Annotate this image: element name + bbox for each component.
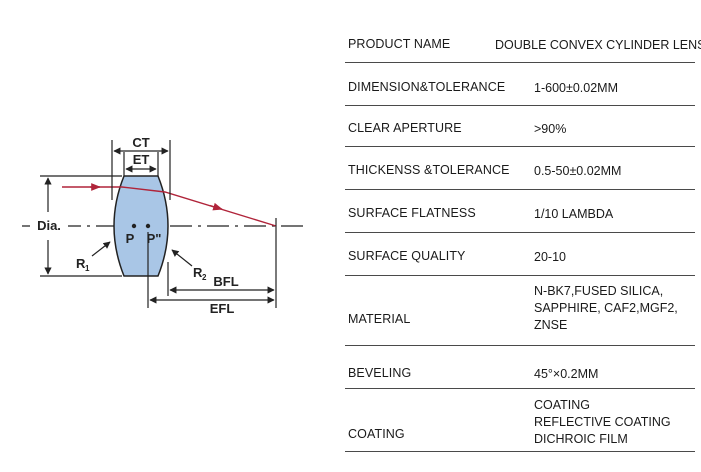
spec-value: >90% [534, 122, 567, 136]
spec-value-line: SAPPHIRE, CAF2,MGF2, [534, 301, 678, 315]
dia-label: Dia. [37, 218, 61, 233]
spec-table: PRODUCT NAME DOUBLE CONVEX CYLINDER LENS… [345, 0, 701, 472]
lens-body [113, 175, 169, 277]
lens-diagram: CT ET Dia. P P" R 1 R 2 BFL EFL [22, 135, 308, 316]
r2-leader [171, 249, 193, 267]
spec-value: 1/10 LAMBDA [534, 207, 614, 221]
spec-value: DOUBLE CONVEX CYLINDER LENS [495, 38, 701, 52]
divider [345, 62, 695, 63]
spec-key: THICKENSS &TOLERANCE [348, 163, 510, 177]
spec-key: SURFACE FLATNESS [348, 206, 476, 220]
divider [345, 345, 695, 346]
ct-label: CT [132, 135, 149, 150]
divider [345, 105, 695, 106]
spec-value: 45°×0.2MM [534, 367, 599, 381]
r1-leader [91, 241, 111, 257]
principal-point-p-prime [145, 223, 151, 229]
p-prime-label: P" [147, 231, 162, 246]
spec-key: COATING [348, 427, 405, 441]
spec-key: MATERIAL [348, 312, 411, 326]
principal-point-p [131, 223, 137, 229]
divider [345, 189, 695, 190]
spec-value: 20-10 [534, 250, 566, 264]
ray-arrow-2 [209, 202, 223, 211]
spec-value-line: COATING [534, 398, 591, 412]
r2-subscript: 2 [202, 273, 207, 282]
light-ray [62, 186, 277, 227]
spec-key: DIMENSION&TOLERANCE [348, 80, 506, 94]
divider [345, 232, 695, 233]
divider [345, 388, 695, 389]
spec-key: CLEAR APERTURE [348, 121, 462, 135]
spec-key: SURFACE QUALITY [348, 249, 466, 263]
divider [345, 146, 695, 147]
spec-value: 0.5-50±0.02MM [534, 164, 622, 178]
spec-value-line: DICHROIC FILM [534, 432, 628, 446]
r2-label: R [193, 265, 203, 280]
spec-value-line: ZNSE [534, 318, 568, 332]
et-label: ET [133, 152, 150, 167]
efl-label: EFL [210, 301, 235, 316]
p-label: P [126, 231, 135, 246]
divider [345, 451, 695, 452]
r1-label: R [76, 256, 86, 271]
bfl-label: BFL [213, 274, 238, 289]
divider [345, 275, 695, 276]
spec-value-line: N-BK7,FUSED SILICA, [534, 284, 664, 298]
spec-value: 1-600±0.02MM [534, 81, 618, 95]
spec-value-line: REFLECTIVE COATING [534, 415, 671, 429]
spec-key: PRODUCT NAME [348, 37, 451, 51]
spec-key: BEVELING [348, 366, 412, 380]
r1-subscript: 1 [85, 264, 90, 273]
